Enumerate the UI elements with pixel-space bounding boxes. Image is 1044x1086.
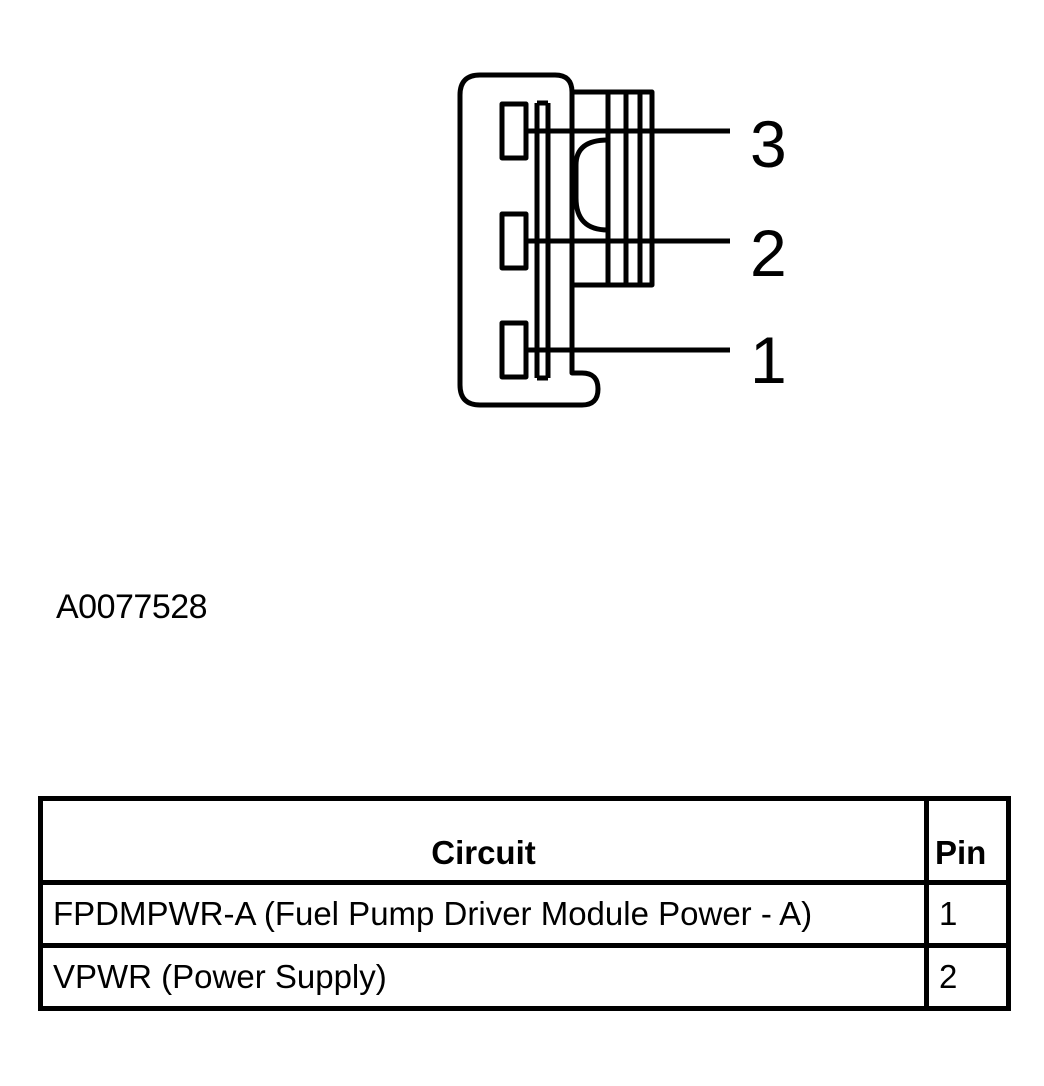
connector-diagram: 3 2 1 [457, 72, 787, 408]
terminal-3 [499, 101, 529, 161]
pin-label-1: 1 [750, 323, 787, 397]
header-circuit: Circuit [38, 796, 929, 885]
cell-pin: 1 [924, 880, 1011, 948]
pin-table: Circuit Pin FPDMPWR-A (Fuel Pump Driver … [38, 796, 1011, 1011]
table-header-row: Circuit Pin [38, 796, 1011, 885]
table-row: FPDMPWR-A (Fuel Pump Driver Module Power… [38, 880, 1011, 948]
terminal-1 [499, 320, 529, 380]
connector-housing [457, 72, 601, 408]
header-pin: Pin [924, 796, 1011, 885]
table-row: VPWR (Power Supply) 2 [38, 943, 1011, 1011]
latch-curve [573, 137, 609, 233]
latch-frame [572, 89, 655, 288]
cell-circuit: FPDMPWR-A (Fuel Pump Driver Module Power… [38, 880, 929, 948]
terminal-2 [499, 211, 529, 271]
pin-label-3: 3 [750, 107, 787, 181]
pin-label-2: 2 [750, 216, 787, 290]
cell-circuit: VPWR (Power Supply) [38, 943, 929, 1011]
figure-id: A0077528 [56, 588, 208, 626]
cell-pin: 2 [924, 943, 1011, 1011]
